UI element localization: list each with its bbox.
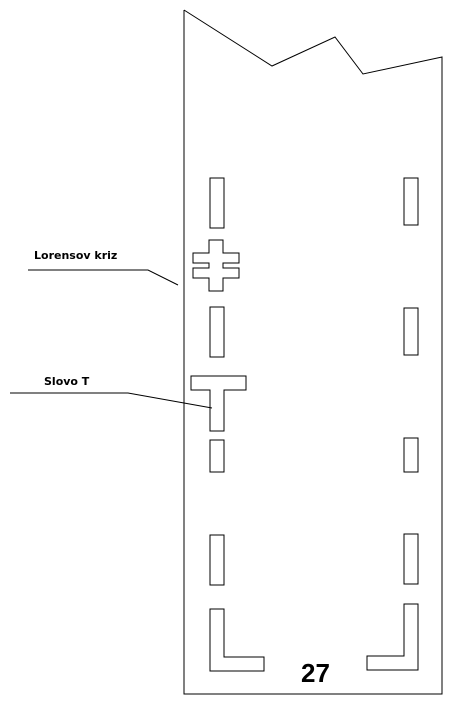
label-letter-t: Slovo T bbox=[44, 375, 90, 388]
slot-right-1 bbox=[403, 177, 419, 226]
slot-right-4 bbox=[403, 533, 419, 585]
slot-left-1 bbox=[209, 177, 225, 229]
paper-outline bbox=[183, 9, 443, 695]
page-number: 27 bbox=[301, 658, 330, 688]
slot-right-3 bbox=[403, 437, 419, 473]
leader-line-letter-t bbox=[10, 392, 213, 409]
lorentz-cross-shape bbox=[192, 239, 240, 292]
t-letter-shape bbox=[190, 375, 247, 432]
slot-left-3 bbox=[209, 306, 225, 358]
corner-right-shape bbox=[366, 603, 419, 671]
slot-left-5 bbox=[209, 439, 225, 473]
label-lorentz-cross: Lorensov kriz bbox=[34, 249, 117, 262]
corner-left-shape bbox=[209, 608, 265, 672]
leader-line-lorentz-cross bbox=[28, 269, 179, 286]
slot-left-6 bbox=[209, 534, 225, 586]
slot-right-2 bbox=[403, 307, 419, 356]
